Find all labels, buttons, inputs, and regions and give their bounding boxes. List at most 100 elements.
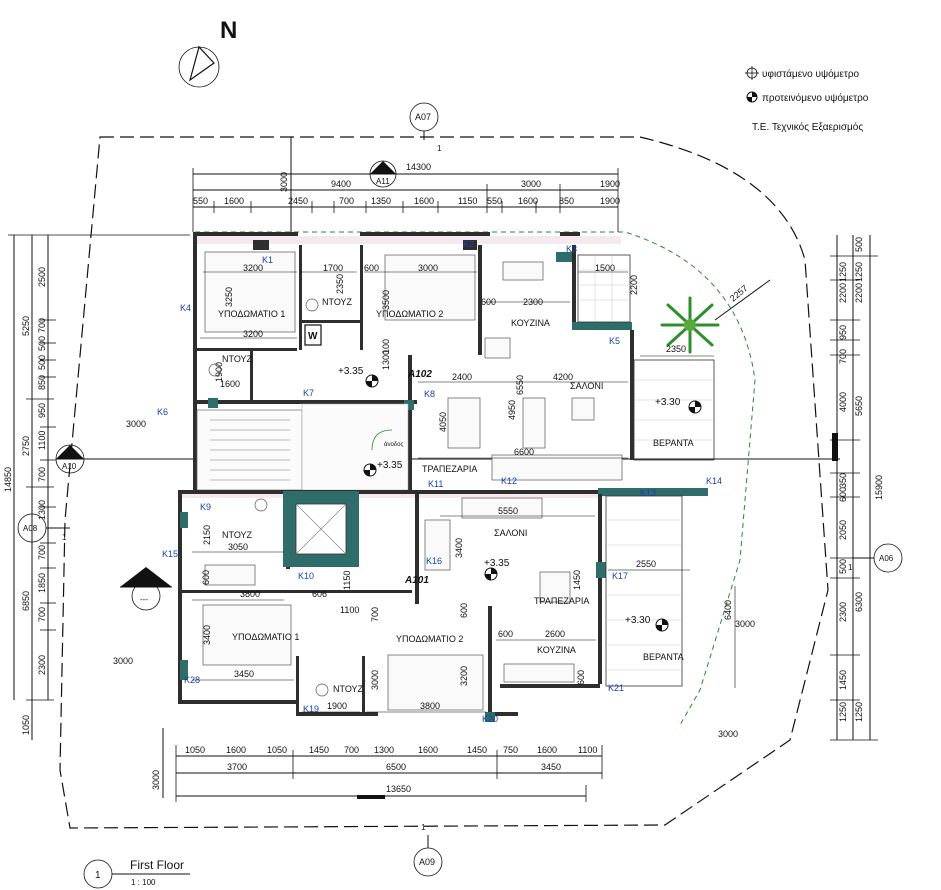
svg-text:2450: 2450 <box>288 196 308 206</box>
section-marker-a10: 1 A10 <box>55 444 85 474</box>
svg-text:K14: K14 <box>706 476 722 486</box>
svg-text:+3.30: +3.30 <box>655 397 681 408</box>
svg-text:K16: K16 <box>426 556 442 566</box>
svg-text:2300: 2300 <box>37 655 47 675</box>
svg-text:A07: A07 <box>415 112 431 122</box>
svg-text:1: 1 <box>848 563 853 572</box>
svg-text:850: 850 <box>37 375 47 390</box>
svg-text:5650: 5650 <box>854 396 864 416</box>
svg-text:1: 1 <box>437 144 442 153</box>
svg-text:1: 1 <box>95 870 101 881</box>
svg-text:3000: 3000 <box>718 729 738 739</box>
svg-text:850: 850 <box>559 196 574 206</box>
svg-text:600: 600 <box>364 263 379 273</box>
svg-text:1: 1 <box>62 533 67 542</box>
svg-text:600: 600 <box>576 670 586 685</box>
svg-text:2200: 2200 <box>629 275 639 295</box>
svg-text:K12: K12 <box>501 476 517 486</box>
room-veranda-top: ΒΕΡΑΝΤΑ <box>653 438 694 448</box>
svg-text:K11: K11 <box>428 479 443 489</box>
room-bed1-bot: ΥΠΟΔΩΜΑΤΙΟ 1 <box>232 632 299 642</box>
svg-text:3700: 3700 <box>227 762 247 772</box>
svg-text:2200: 2200 <box>854 283 864 303</box>
svg-text:K17: K17 <box>612 571 628 581</box>
svg-text:1450: 1450 <box>309 745 329 755</box>
svg-text:700: 700 <box>37 318 47 333</box>
green-setback-line <box>195 231 756 726</box>
svg-text:3800: 3800 <box>420 701 440 711</box>
room-bed2-top: ΥΠΟΔΩΜΑΤΙΟ 2 <box>376 309 443 319</box>
svg-text:1100: 1100 <box>578 745 597 755</box>
svg-text:700: 700 <box>370 607 380 622</box>
svg-text:+3.35: +3.35 <box>377 460 403 471</box>
svg-text:+3.35: +3.35 <box>338 366 364 377</box>
section-marker-a09: A09 1 <box>413 823 443 877</box>
svg-text:1900: 1900 <box>214 362 224 382</box>
palm-tree-icon <box>660 296 720 354</box>
svg-text:K5: K5 <box>609 336 620 346</box>
svg-text:4050: 4050 <box>438 412 448 432</box>
svg-text:600: 600 <box>838 487 848 502</box>
legend-office: Τ.Ε. Τεχνικός Εξαερισμός <box>752 121 863 133</box>
svg-text:950: 950 <box>37 403 47 418</box>
svg-text:700: 700 <box>37 607 47 622</box>
svg-text:2600: 2600 <box>545 629 565 639</box>
svg-text:K15: K15 <box>162 549 178 559</box>
svg-text:700: 700 <box>838 349 848 364</box>
svg-text:K4: K4 <box>180 303 191 313</box>
svg-text:1350: 1350 <box>371 196 391 206</box>
svg-text:---: --- <box>140 595 148 604</box>
svg-text:1600: 1600 <box>418 745 438 755</box>
proposed-level-icon <box>746 91 758 103</box>
svg-text:1: 1 <box>380 164 385 173</box>
svg-text:1900: 1900 <box>600 196 620 206</box>
svg-text:100: 100 <box>381 339 391 354</box>
svg-text:2050: 2050 <box>838 520 848 540</box>
svg-text:1450: 1450 <box>467 745 487 755</box>
svg-text:606: 606 <box>312 589 327 599</box>
legend: υφιστάμενο υψόμετρο προτεινόμενο υψόμετρ… <box>745 66 869 133</box>
svg-text:1600: 1600 <box>537 745 557 755</box>
svg-text:15900: 15900 <box>874 475 884 500</box>
room-shower-top1: ΝΤΟΥΖ <box>322 297 353 307</box>
svg-text:K21: K21 <box>608 683 624 693</box>
svg-text:3000: 3000 <box>151 770 161 790</box>
svg-text:K19: K19 <box>303 704 319 714</box>
proposed-level-icon <box>655 618 669 632</box>
svg-text:2350: 2350 <box>335 274 345 294</box>
svg-text:1100: 1100 <box>340 605 359 615</box>
svg-text:700: 700 <box>37 467 47 482</box>
svg-text:2400: 2400 <box>452 372 472 382</box>
svg-text:1300: 1300 <box>37 500 47 520</box>
svg-text:1450: 1450 <box>838 670 848 690</box>
svg-text:3250: 3250 <box>224 287 234 307</box>
svg-text:5550: 5550 <box>498 506 518 516</box>
svg-text:1600: 1600 <box>518 196 538 206</box>
svg-text:1850: 1850 <box>37 573 47 593</box>
veranda-areas <box>577 254 715 687</box>
stair-core: άνοδος <box>193 402 409 492</box>
svg-text:9400: 9400 <box>331 179 351 189</box>
svg-text:950: 950 <box>838 325 848 340</box>
svg-text:K1: K1 <box>262 255 273 265</box>
svg-text:500: 500 <box>37 355 47 370</box>
drawing-scale: 1 : 100 <box>131 878 156 887</box>
north-label: N <box>220 17 237 44</box>
svg-text:A09: A09 <box>419 857 435 867</box>
svg-text:3000: 3000 <box>735 619 755 629</box>
room-labels: ΥΠΟΔΩΜΑΤΙΟ 1 ΥΠΟΔΩΜΑΤΙΟ 2 ΝΤΟΥΖ ΝΤΟΥΖ ΚΟ… <box>218 297 694 694</box>
svg-text:550: 550 <box>487 196 502 206</box>
svg-text:K3: K3 <box>566 244 577 254</box>
svg-text:500: 500 <box>37 336 47 351</box>
svg-text:1250: 1250 <box>854 262 864 282</box>
svg-text:K20: K20 <box>482 714 498 724</box>
room-shower-top2: ΝΤΟΥΖ <box>222 354 253 364</box>
level-markers: +3.35 +3.35 +3.35 +3.30 +3.30 <box>338 366 702 632</box>
svg-text:1050: 1050 <box>21 715 31 735</box>
svg-text:4000: 4000 <box>838 392 848 412</box>
svg-text:3450: 3450 <box>541 762 561 772</box>
svg-text:1050: 1050 <box>267 745 287 755</box>
svg-text:1: 1 <box>421 823 426 832</box>
svg-text:K2: K2 <box>463 239 474 249</box>
